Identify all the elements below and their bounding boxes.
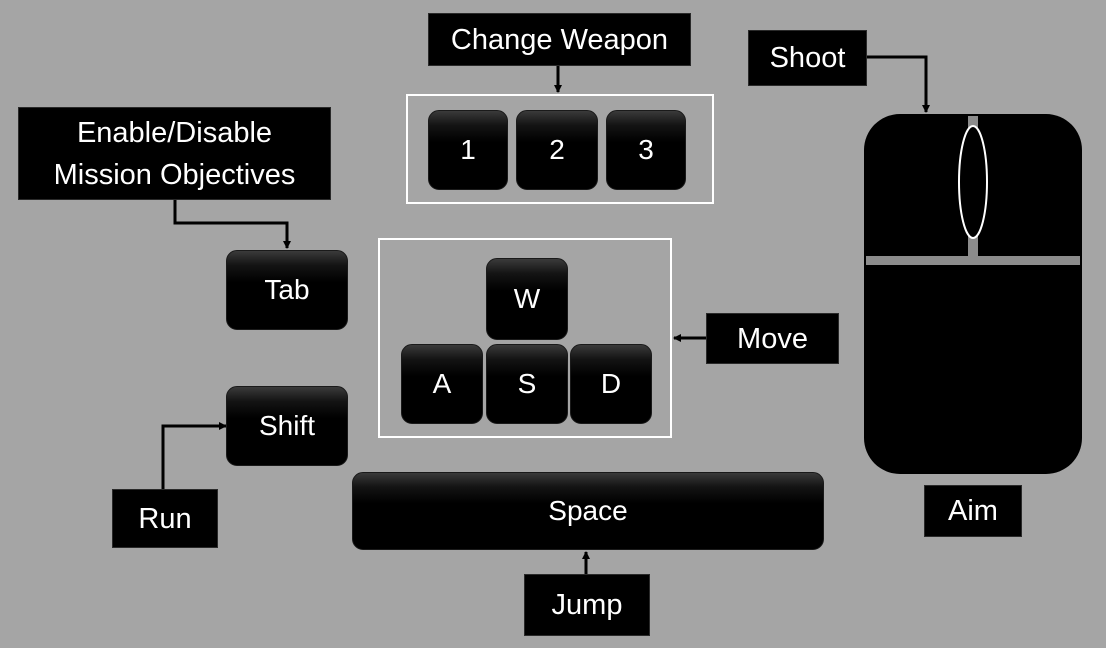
mouse-body xyxy=(864,114,1082,474)
mission-objectives-line-1: Enable/Disable xyxy=(76,116,273,149)
key-3[interactable]: 3 xyxy=(606,110,686,190)
run-label: Run xyxy=(112,489,218,548)
mouse-button-divider xyxy=(866,256,1080,265)
jump-label: Jump xyxy=(524,574,650,636)
key-2[interactable]: 2 xyxy=(516,110,598,190)
key-space[interactable]: Space xyxy=(352,472,824,550)
mission-objectives-line-2: Mission Objectives xyxy=(53,158,296,191)
key-d[interactable]: D xyxy=(570,344,652,424)
aim-label: Aim xyxy=(924,485,1022,537)
key-s[interactable]: S xyxy=(486,344,568,424)
key-w[interactable]: W xyxy=(486,258,568,340)
shoot-arrow xyxy=(866,55,930,113)
key-1[interactable]: 1 xyxy=(428,110,508,190)
mission-objectives-label: Enable/Disable Mission Objectives xyxy=(18,107,331,200)
run-arrow xyxy=(161,422,227,489)
weapon-keys-group xyxy=(406,94,714,204)
key-shift[interactable]: Shift xyxy=(226,386,348,466)
shoot-label: Shoot xyxy=(748,30,867,86)
key-a[interactable]: A xyxy=(401,344,483,424)
movement-keys-group xyxy=(378,238,672,438)
move-label: Move xyxy=(706,313,839,364)
mission-objectives-arrow xyxy=(173,200,291,249)
mouse-scroll-wheel-icon xyxy=(958,125,988,239)
key-tab[interactable]: Tab xyxy=(226,250,348,330)
change-weapon-label: Change Weapon xyxy=(428,13,691,66)
